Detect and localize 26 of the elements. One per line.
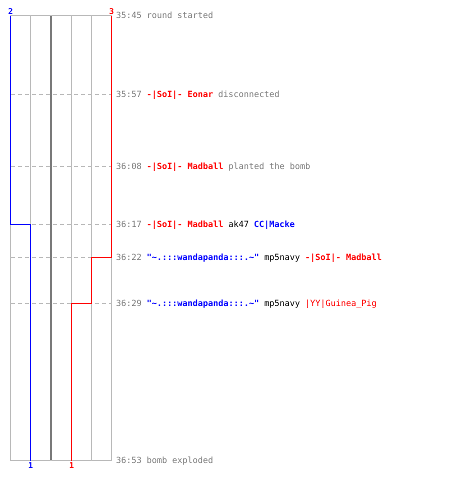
weapon-name: ak47 — [228, 220, 249, 230]
player-name: "~.:::wandapanda:::.~" — [146, 252, 260, 262]
team-count: 1 — [69, 462, 74, 470]
weapon-name: mp5navy — [264, 252, 300, 262]
event-description: planted the bomb — [228, 162, 310, 172]
player-name: CC|Macke — [254, 220, 295, 230]
event-description: disconnected — [218, 90, 280, 100]
event-time: 35:57 — [116, 90, 142, 100]
event-time: 35:45 — [116, 10, 142, 20]
player-name: -|SoI|- Madball — [305, 252, 382, 262]
player-name: -|SoI|- Eonar — [146, 90, 214, 100]
event-description: bomb exploded — [146, 456, 214, 466]
player-name: |YY|Guinea_Pig — [305, 298, 377, 308]
team-count: 2 — [8, 8, 13, 16]
event-description: round started — [146, 10, 214, 20]
event-time: 36:22 — [116, 252, 142, 262]
event-time: 36:53 — [116, 456, 142, 466]
weapon-name: mp5navy — [264, 298, 300, 308]
event-time: 36:17 — [116, 220, 142, 230]
player-name: -|SoI|- Madball — [146, 220, 224, 230]
team-count: 1 — [28, 462, 33, 470]
team-count: 3 — [109, 8, 114, 16]
event-time: 36:29 — [116, 298, 142, 308]
event-time: 36:08 — [116, 162, 142, 172]
player-name: -|SoI|- Madball — [146, 162, 224, 172]
player-name: "~.:::wandapanda:::.~" — [146, 298, 260, 308]
